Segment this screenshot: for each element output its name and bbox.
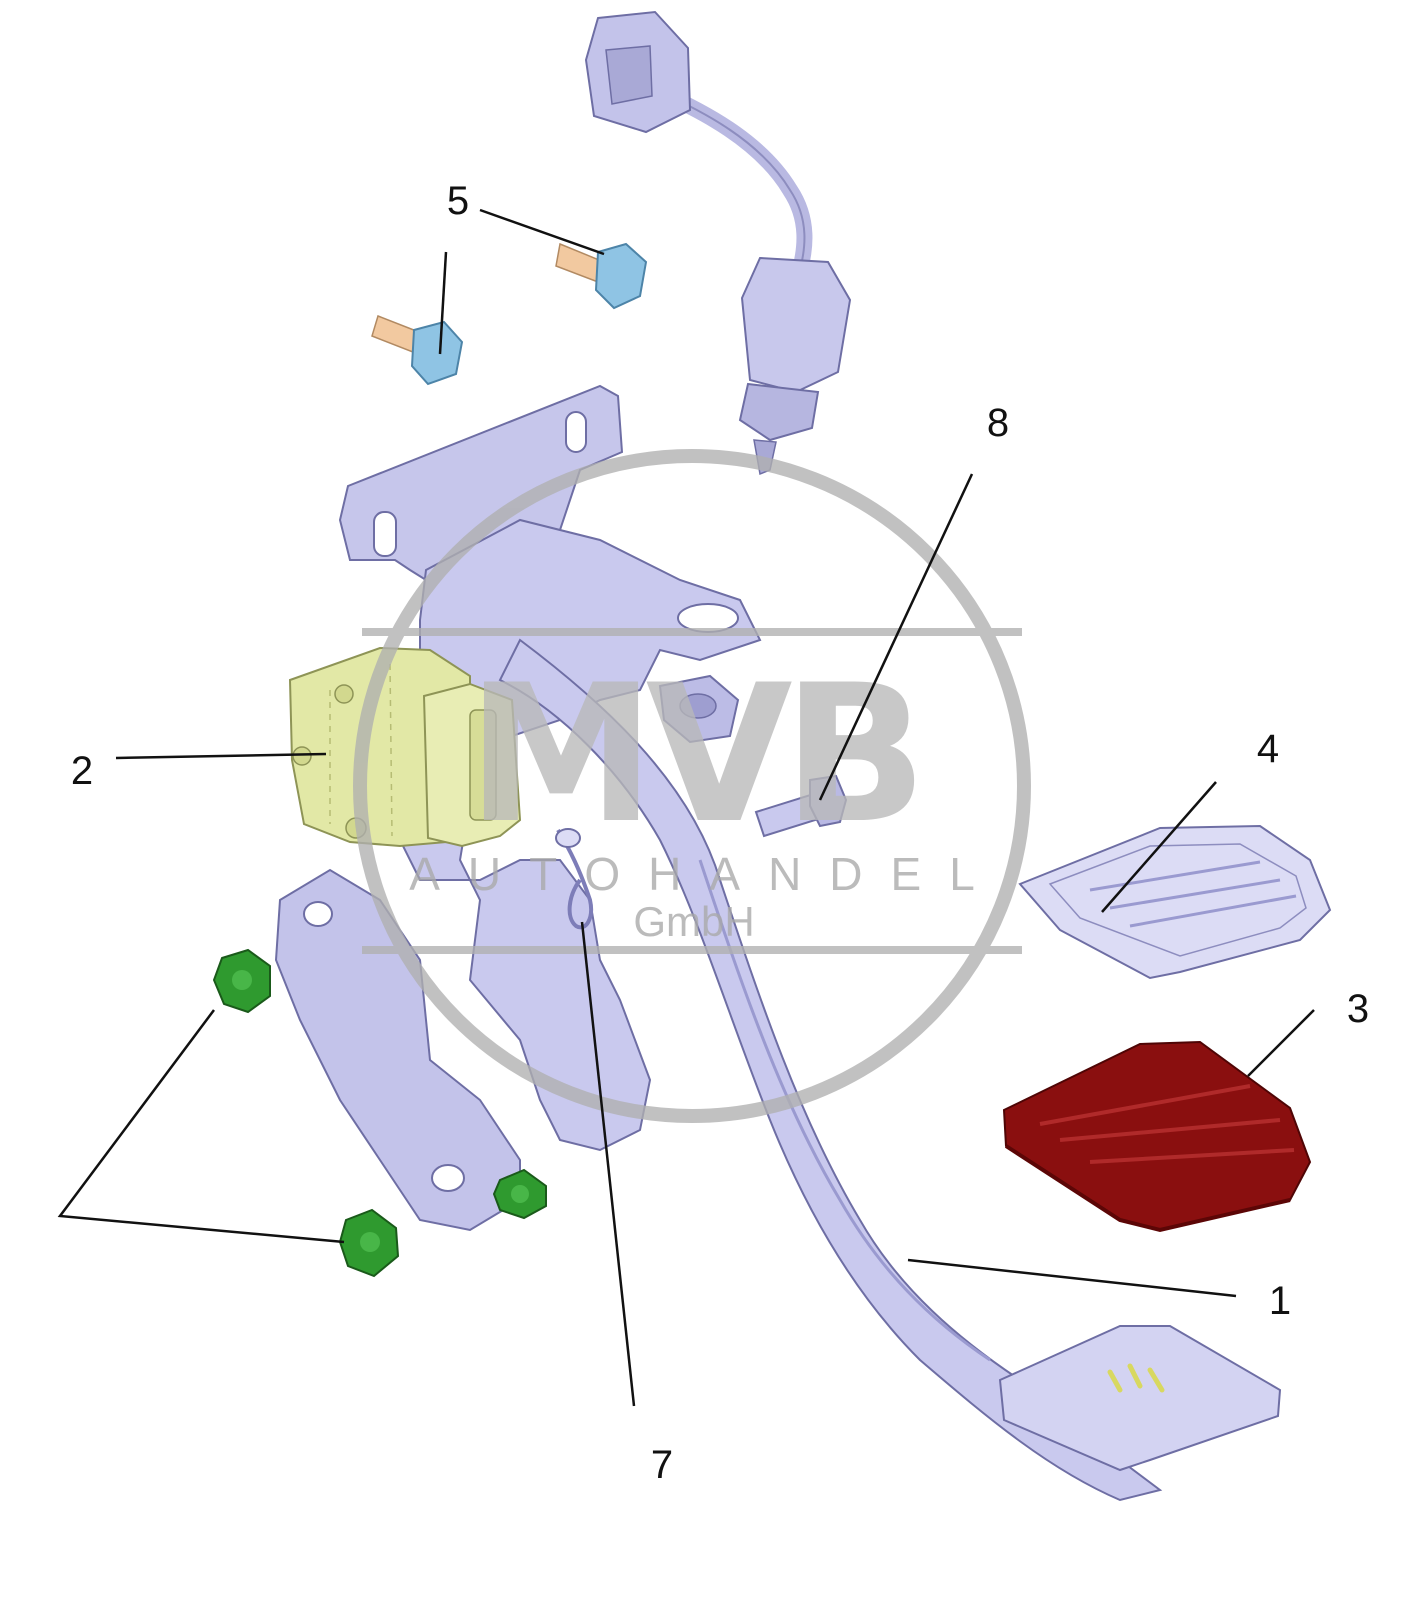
pedal-rubber-pad — [1002, 1040, 1312, 1233]
callout-8: 8 — [987, 401, 1009, 445]
pedal-switch-sensor — [584, 10, 852, 476]
watermark: MVB AUTOHANDEL GmbH — [353, 449, 1031, 1123]
leader-lines — [57, 208, 1315, 1407]
pedal-bracket — [274, 384, 762, 1232]
nut — [492, 1168, 547, 1220]
watermark-logo: MVB — [467, 644, 918, 865]
electronic-module — [288, 646, 522, 848]
bracket-slot — [565, 411, 587, 453]
watermark-line2: GmbH — [633, 898, 754, 945]
pedal-lever — [498, 638, 1282, 1502]
pedal-pad-plate — [1018, 824, 1332, 980]
pedal-foot-plate — [998, 1325, 1282, 1472]
bolt — [555, 242, 648, 310]
nut — [338, 1208, 400, 1278]
pivot-pin — [754, 774, 848, 838]
callout-1: 1 — [1269, 1279, 1291, 1323]
callout-7: 7 — [651, 1443, 673, 1487]
leader-line-6 — [57, 1009, 345, 1244]
return-spring — [555, 828, 593, 930]
leader-line-2 — [115, 752, 327, 760]
bracket-hole — [677, 603, 739, 633]
bracket-hole — [303, 901, 333, 927]
watermark-line1: AUTOHANDEL — [409, 848, 1003, 900]
leader-line-3 — [1247, 1009, 1315, 1077]
callout-5: 5 — [447, 179, 469, 223]
callout-3: 3 — [1347, 987, 1369, 1031]
bolt — [371, 315, 464, 386]
leader-line-5b — [438, 251, 448, 355]
leader-line-1 — [907, 1258, 1237, 1298]
leader-line-5a — [479, 208, 605, 256]
bracket-hole — [431, 1164, 465, 1192]
leader-line-8 — [818, 473, 974, 801]
watermark-circle — [353, 449, 1031, 1123]
callout-2: 2 — [71, 749, 93, 793]
callout-4: 4 — [1257, 727, 1279, 771]
leader-line-7 — [580, 921, 636, 1407]
bracket-slot — [373, 511, 397, 557]
nut — [212, 948, 271, 1014]
leader-line-4 — [1101, 781, 1217, 913]
